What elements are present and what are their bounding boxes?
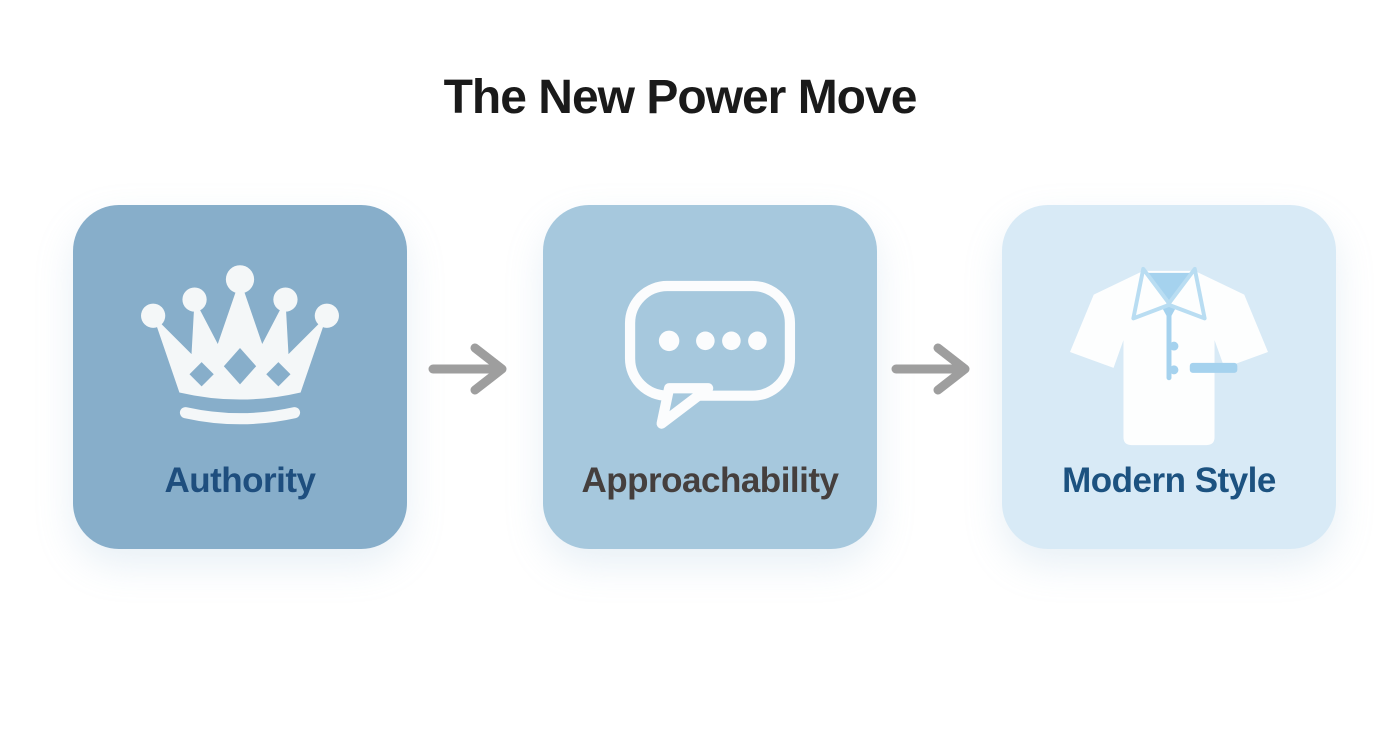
page-title: The New Power Move bbox=[443, 71, 918, 124]
step-card-modern-style: Modern Style bbox=[1002, 205, 1336, 549]
step-card-approachability: Approachability bbox=[543, 205, 877, 549]
step-card-authority: Authority bbox=[73, 205, 407, 549]
crown-icon bbox=[139, 263, 341, 425]
polo-shirt-icon bbox=[1059, 257, 1279, 455]
arrow-right-icon bbox=[889, 339, 979, 399]
step-label: Approachability bbox=[581, 461, 839, 500]
step-label: Modern Style bbox=[1062, 461, 1276, 500]
arrow-right-icon bbox=[426, 339, 516, 399]
step-label: Authority bbox=[164, 461, 316, 500]
speech-bubble-icon bbox=[617, 273, 803, 431]
